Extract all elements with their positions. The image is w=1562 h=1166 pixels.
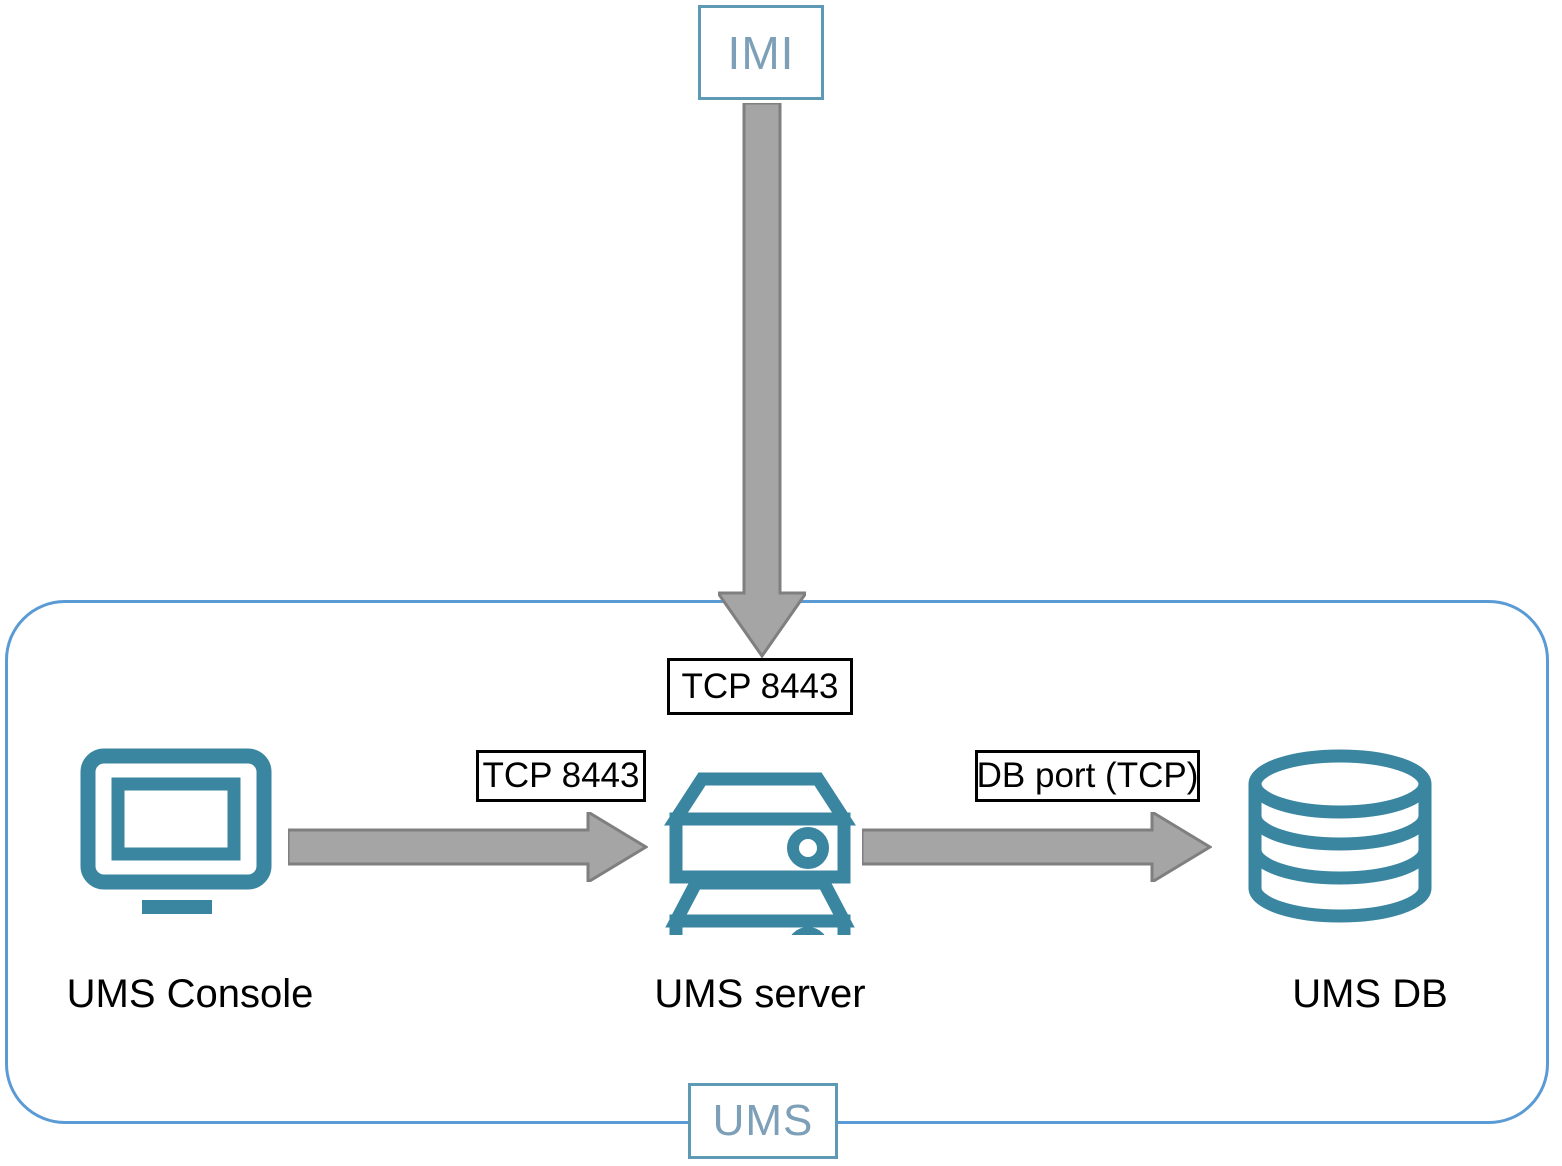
node-label-ums-server: UMS server (654, 972, 866, 1016)
server-stack-icon (660, 735, 860, 935)
arrow-imi-to-server (718, 103, 806, 658)
zone-tag-imi: IMI (698, 5, 824, 100)
arrow-server-to-db (862, 812, 1212, 882)
database-cylinder-icon (1240, 748, 1440, 928)
port-label-imi-server: TCP 8443 (667, 658, 853, 715)
arrow-console-to-server (288, 812, 648, 882)
monitor-icon (80, 748, 280, 928)
port-label-console-server: TCP 8443 (476, 750, 646, 802)
node-label-ums-db: UMS DB (1292, 972, 1448, 1016)
port-label-server-db: DB port (TCP) (975, 750, 1200, 802)
zone-tag-ums: UMS (688, 1083, 838, 1159)
node-label-ums-console: UMS Console (66, 972, 314, 1016)
